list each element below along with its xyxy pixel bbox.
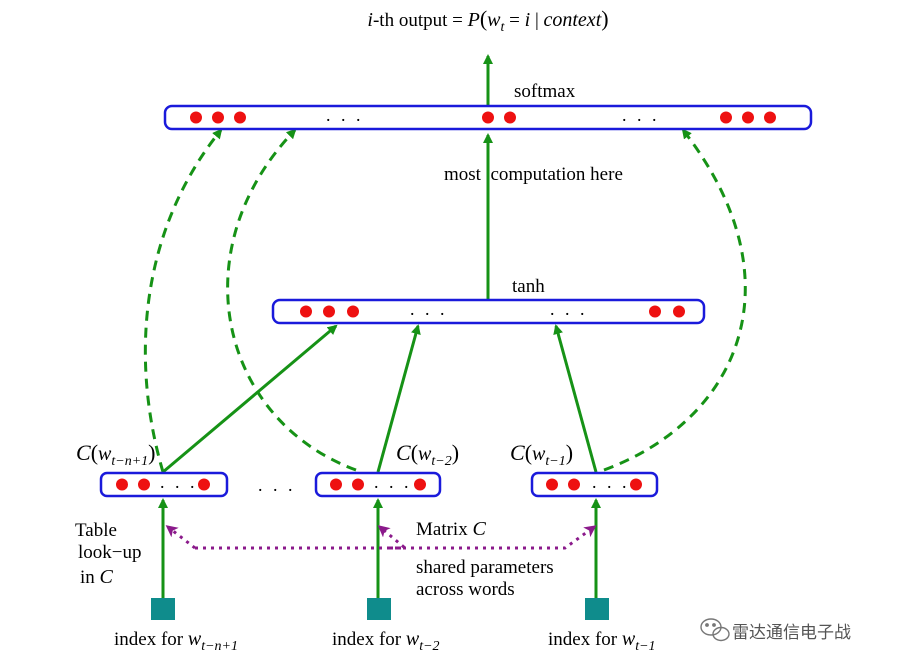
neuron: [764, 111, 776, 124]
neuron: [742, 111, 754, 124]
neuron: [198, 478, 210, 491]
mid-skip-connection: [226, 128, 357, 472]
right-input-to-tanh-arrow: [553, 324, 598, 473]
ellipsis: . . .: [160, 472, 198, 492]
neuron: [116, 478, 128, 491]
most-computation-label: most computation here: [444, 164, 623, 185]
ellipsis: . . .: [622, 105, 660, 125]
watermark-text: 雷达通信电子战: [732, 623, 851, 643]
neuron: [330, 478, 342, 491]
neuron: [482, 111, 494, 124]
embedding-label-left: C(wt−n+1): [76, 440, 155, 469]
embedding-box-right: . . .: [530, 471, 659, 498]
index-square-mid: [367, 598, 391, 620]
embedding-label-right: C(wt−1): [510, 440, 573, 469]
index-label-mid: index for wt−2: [332, 628, 440, 654]
ellipsis: . . .: [374, 472, 412, 492]
neuron: [720, 111, 732, 124]
tanh-label: tanh: [512, 276, 545, 297]
embedding-box: [99, 471, 229, 498]
neuron: [352, 478, 364, 491]
skip-connections: [143, 128, 747, 473]
neuron: [138, 478, 150, 491]
softmax-layer: . . . . . .: [163, 104, 813, 131]
shared-parameters-label: shared parameters across words: [416, 557, 558, 600]
ellipsis: . . .: [326, 105, 364, 125]
mid-input-to-tanh-arrow: [376, 324, 421, 473]
ellipsis: . . .: [550, 299, 588, 319]
shared-link-mid: [377, 525, 410, 550]
table-lookup-label: Table look−up in C: [75, 520, 146, 588]
matrix-c-label: Matrix C: [416, 518, 486, 540]
ellipsis: . . .: [410, 299, 448, 319]
embedding-label-mid: C(wt−2): [396, 440, 459, 469]
neuron: [323, 305, 335, 318]
neuron: [300, 305, 312, 318]
embedding-box: [314, 471, 442, 498]
neuron: [630, 478, 642, 491]
neuron: [504, 111, 516, 124]
neuron: [190, 111, 202, 124]
right-skip-connection: [603, 128, 747, 472]
neuron: [234, 111, 246, 124]
tanh-layer: . . . . . .: [271, 298, 706, 325]
neuron: [568, 478, 580, 491]
forward-connections: [158, 54, 601, 598]
embedding-box-mid: . . .: [314, 471, 442, 498]
wechat-icon: [700, 618, 730, 642]
left-input-to-tanh-arrow: [162, 324, 338, 474]
left-skip-connection: [143, 128, 223, 473]
neuron: [414, 478, 426, 491]
neuron: [347, 305, 359, 318]
neuron: [212, 111, 224, 124]
shared-link-right: [195, 525, 597, 550]
neuron: [673, 305, 685, 318]
shared-link-left: [165, 525, 196, 550]
embedding-box-left: . . .: [99, 471, 229, 498]
embedding-box: [530, 471, 659, 498]
neuron: [649, 305, 661, 318]
output-title: i-th output = P(wt = i | context): [367, 6, 608, 35]
index-square-left: [151, 598, 175, 620]
index-label-right: index for wt−1: [548, 628, 656, 654]
index-square-right: [585, 598, 609, 620]
neuron: [546, 478, 558, 491]
shared-parameters-link: [165, 525, 597, 550]
watermark: 雷达通信电子战: [700, 618, 851, 643]
tanh-layer-box: [271, 298, 706, 325]
softmax-label: softmax: [514, 81, 576, 102]
ellipsis-between-inputs: . . .: [258, 475, 296, 495]
ellipsis: . . .: [592, 472, 630, 492]
index-label-left: index for wt−n+1: [114, 628, 238, 654]
